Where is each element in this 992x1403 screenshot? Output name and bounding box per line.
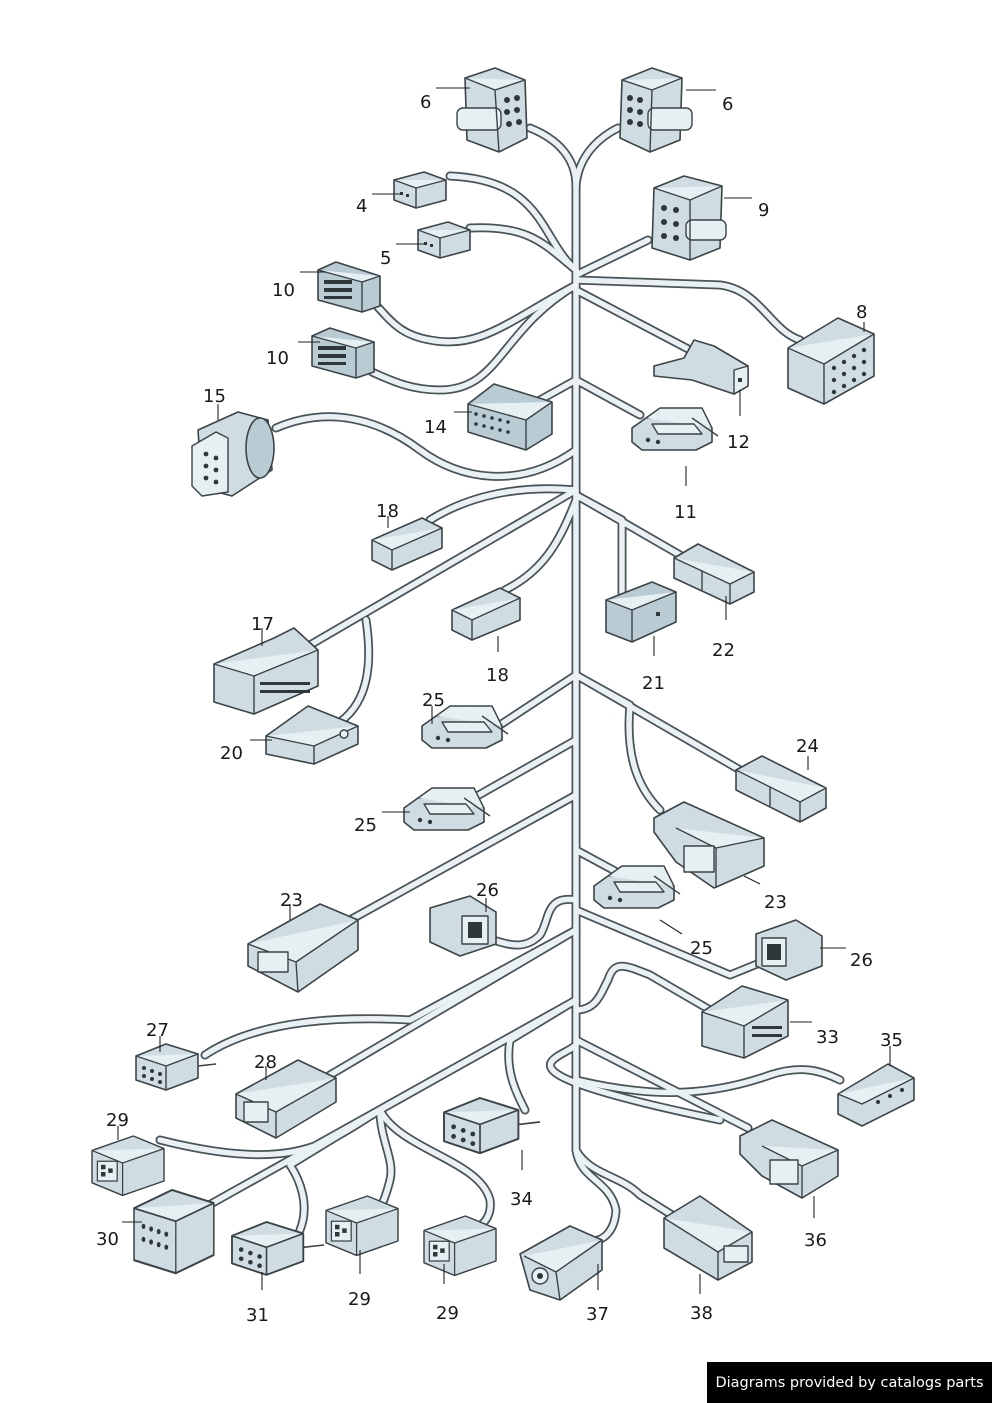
connector-25-upper — [421, 705, 509, 749]
connector-15 — [191, 411, 275, 497]
connectors — [91, 67, 915, 1301]
connector-17 — [213, 627, 319, 715]
label-11: 11 — [674, 502, 697, 523]
label-18-upper: 18 — [376, 501, 399, 522]
label-5: 5 — [380, 248, 391, 269]
connector-24 — [735, 755, 827, 823]
label-17: 17 — [251, 614, 274, 635]
connector-29-upper — [91, 1135, 165, 1197]
connector-29-middle — [325, 1195, 399, 1257]
connector-20 — [265, 705, 359, 765]
label-29-middle: 29 — [348, 1289, 371, 1310]
connector-25-right — [593, 865, 681, 909]
label-20: 20 — [220, 743, 243, 764]
label-10-lower: 10 — [266, 348, 289, 369]
label-8: 8 — [856, 302, 867, 323]
label-38: 38 — [690, 1303, 713, 1324]
label-18-lower: 18 — [486, 665, 509, 686]
connector-37 — [519, 1225, 603, 1301]
label-9: 9 — [758, 200, 769, 221]
connector-11 — [631, 407, 719, 451]
label-26-right: 26 — [850, 950, 873, 971]
connector-23-left — [247, 903, 359, 993]
connector-6-left — [456, 67, 528, 153]
connector-31 — [231, 1221, 325, 1276]
connector-28 — [235, 1059, 337, 1139]
callout-labels: 6 6 4 9 5 10 8 10 15 14 12 11 18 17 22 1… — [96, 92, 903, 1326]
connector-38 — [663, 1195, 753, 1281]
connector-29-right — [423, 1215, 497, 1277]
label-24: 24 — [796, 736, 819, 757]
connector-8 — [787, 317, 875, 405]
label-15: 15 — [203, 386, 226, 407]
credit-banner: Diagrams provided by catalogs parts — [707, 1362, 992, 1403]
connector-26-right — [755, 919, 823, 981]
label-22: 22 — [712, 640, 735, 661]
label-25-right: 25 — [690, 938, 713, 959]
wire-fills — [157, 125, 843, 1243]
connector-14 — [467, 383, 553, 451]
label-10-upper: 10 — [272, 280, 295, 301]
connector-22 — [673, 543, 755, 605]
connector-4 — [393, 171, 447, 209]
label-37: 37 — [586, 1304, 609, 1325]
label-30: 30 — [96, 1229, 119, 1250]
label-31: 31 — [246, 1305, 269, 1326]
label-35: 35 — [880, 1030, 903, 1051]
connector-25-middle — [403, 787, 491, 831]
leader-lines — [117, 87, 891, 1294]
label-26-left: 26 — [476, 880, 499, 901]
connector-23-right — [653, 801, 765, 889]
connector-10-upper — [317, 261, 381, 313]
connector-5 — [417, 221, 471, 259]
label-29-right: 29 — [436, 1303, 459, 1324]
label-25-middle: 25 — [354, 815, 377, 836]
connector-26-left — [429, 895, 497, 957]
connector-6-right — [619, 67, 693, 153]
label-34: 34 — [510, 1189, 533, 1210]
connector-33 — [701, 985, 789, 1059]
label-28: 28 — [254, 1052, 277, 1073]
label-25-upper: 25 — [422, 690, 445, 711]
wire-harness — [155, 123, 845, 1245]
connector-9 — [651, 175, 727, 261]
label-6-left: 6 — [420, 92, 431, 113]
label-23-right: 23 — [764, 892, 787, 913]
connector-30 — [132, 1188, 215, 1275]
connector-36 — [739, 1119, 839, 1199]
connector-18-upper — [371, 517, 443, 571]
label-21: 21 — [642, 673, 665, 694]
label-12: 12 — [727, 432, 750, 453]
label-33: 33 — [816, 1027, 839, 1048]
connector-18-lower — [451, 587, 521, 641]
label-23-left: 23 — [280, 890, 303, 911]
label-36: 36 — [804, 1230, 827, 1251]
label-14: 14 — [424, 417, 447, 438]
connector-35 — [837, 1063, 915, 1127]
label-27: 27 — [146, 1020, 169, 1041]
label-6-right: 6 — [722, 94, 733, 115]
connector-21 — [605, 581, 677, 643]
label-29-upper: 29 — [106, 1110, 129, 1131]
connector-10-lower — [311, 327, 375, 379]
label-4: 4 — [356, 196, 367, 217]
connector-12 — [653, 339, 749, 395]
